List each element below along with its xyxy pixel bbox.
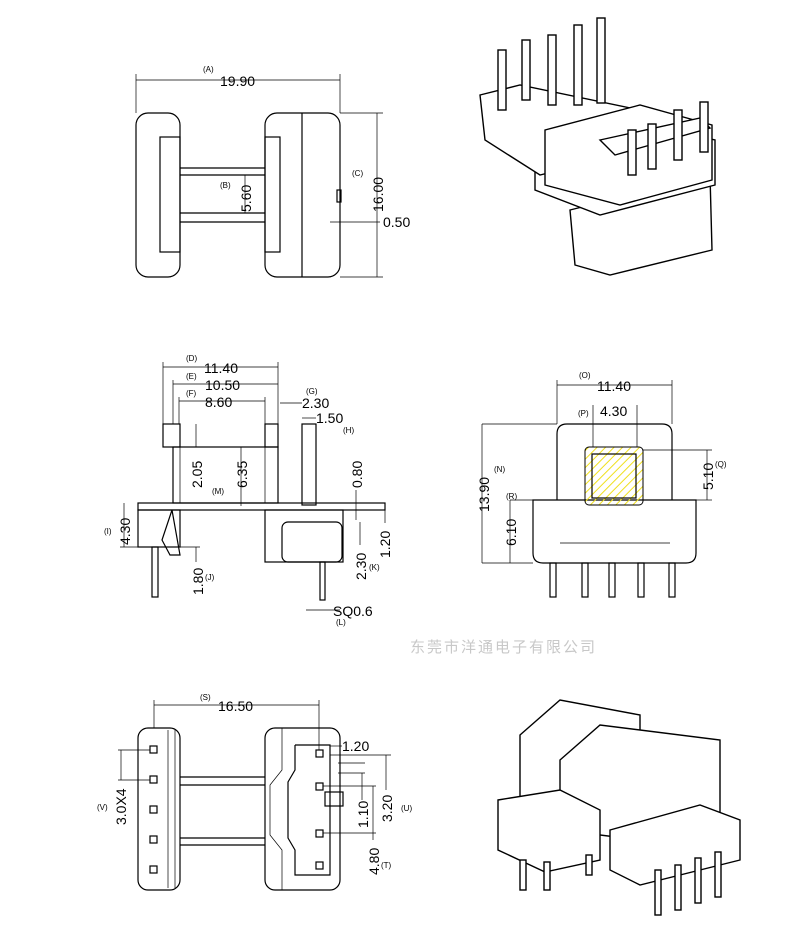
dim-label-l: (L): [336, 618, 346, 627]
dim-r: 6.10: [503, 519, 519, 546]
dim-q: 5.10: [700, 463, 716, 490]
front-view: (O) 11.40 (P) 4.30 (N) 13.90 (R) 6.10 5.…: [476, 371, 727, 598]
dim-m: 6.35: [234, 461, 250, 488]
pins-top: [497, 17, 709, 176]
front-pins: [549, 562, 676, 598]
dim-label-s: (S): [200, 693, 211, 702]
isometric-view-bottom: [497, 699, 741, 916]
dim-label-j: (J): [205, 573, 215, 582]
dim-i: 4.30: [117, 518, 133, 545]
dim-o: 11.40: [597, 378, 631, 394]
dim-a: 19.90: [220, 73, 255, 89]
dim-label-r: (R): [506, 492, 517, 501]
dim-label-i: (I): [104, 527, 112, 536]
dim-n: 13.90: [476, 477, 492, 512]
dim-e: 10.50: [205, 377, 240, 393]
dim-k: 2.30: [353, 553, 369, 580]
dim-f: 8.60: [205, 394, 232, 410]
dim-s: 16.50: [218, 698, 253, 714]
dim-label-q: (Q): [715, 460, 727, 469]
dim-205: 2.05: [189, 461, 205, 488]
dim-label-h: (H): [343, 426, 354, 435]
isometric-view-top: [479, 17, 716, 276]
dim-label-g: (G): [306, 387, 318, 396]
dim-label-u: (U): [401, 804, 412, 813]
dim-label-c: (C): [352, 169, 363, 178]
dim-label-p: (P): [578, 409, 589, 418]
dim-label-m: (M): [212, 487, 224, 496]
dim-j: 1.80: [190, 568, 206, 595]
dim-080: 0.80: [349, 461, 365, 488]
dim-c: 16.00: [370, 177, 386, 212]
dim-label-a: (A): [203, 65, 214, 74]
bottom-view: (S) 16.50 3.0X4 (V) 1.20 1.10 3.20 (U) 4…: [97, 693, 412, 891]
dim-120-bottom: 1.20: [342, 738, 369, 754]
dim-120: 1.20: [377, 531, 393, 558]
dim-u: 3.20: [379, 795, 395, 822]
dim-l: SQ0.6: [333, 603, 373, 619]
dim-b: 5.60: [238, 185, 254, 212]
dim-050: 0.50: [383, 214, 410, 230]
dim-d: 11.40: [204, 360, 238, 376]
dim-label-e: (E): [186, 372, 197, 381]
dim-label-t: (T): [381, 861, 392, 870]
dim-label-k: (K): [369, 563, 380, 572]
dim-v: 3.0X4: [113, 788, 129, 825]
dim-t: 4.80: [366, 848, 382, 875]
dim-g: 2.30: [302, 395, 329, 411]
dim-p: 4.30: [600, 403, 627, 419]
dim-label-f: (F): [186, 389, 197, 398]
dim-label-v: (V): [97, 803, 108, 812]
dim-label-n: (N): [494, 465, 505, 474]
dim-label-o: (O): [579, 371, 591, 380]
dim-label-d: (D): [186, 354, 197, 363]
dim-h: 1.50: [316, 410, 343, 426]
dim-110: 1.10: [355, 801, 371, 828]
dim-label-b: (B): [220, 181, 231, 190]
side-view: (D) 11.40 (E) 10.50 (F) 8.60 (G) 2.30 1.…: [104, 354, 393, 627]
pin-squares: [149, 745, 324, 874]
watermark: 东莞市洋通电子有限公司: [410, 638, 597, 656]
top-view: (A) 19.90 (C) 16.00 (B) 5.60 0.50: [135, 65, 410, 278]
pins-bottom: [519, 851, 722, 916]
